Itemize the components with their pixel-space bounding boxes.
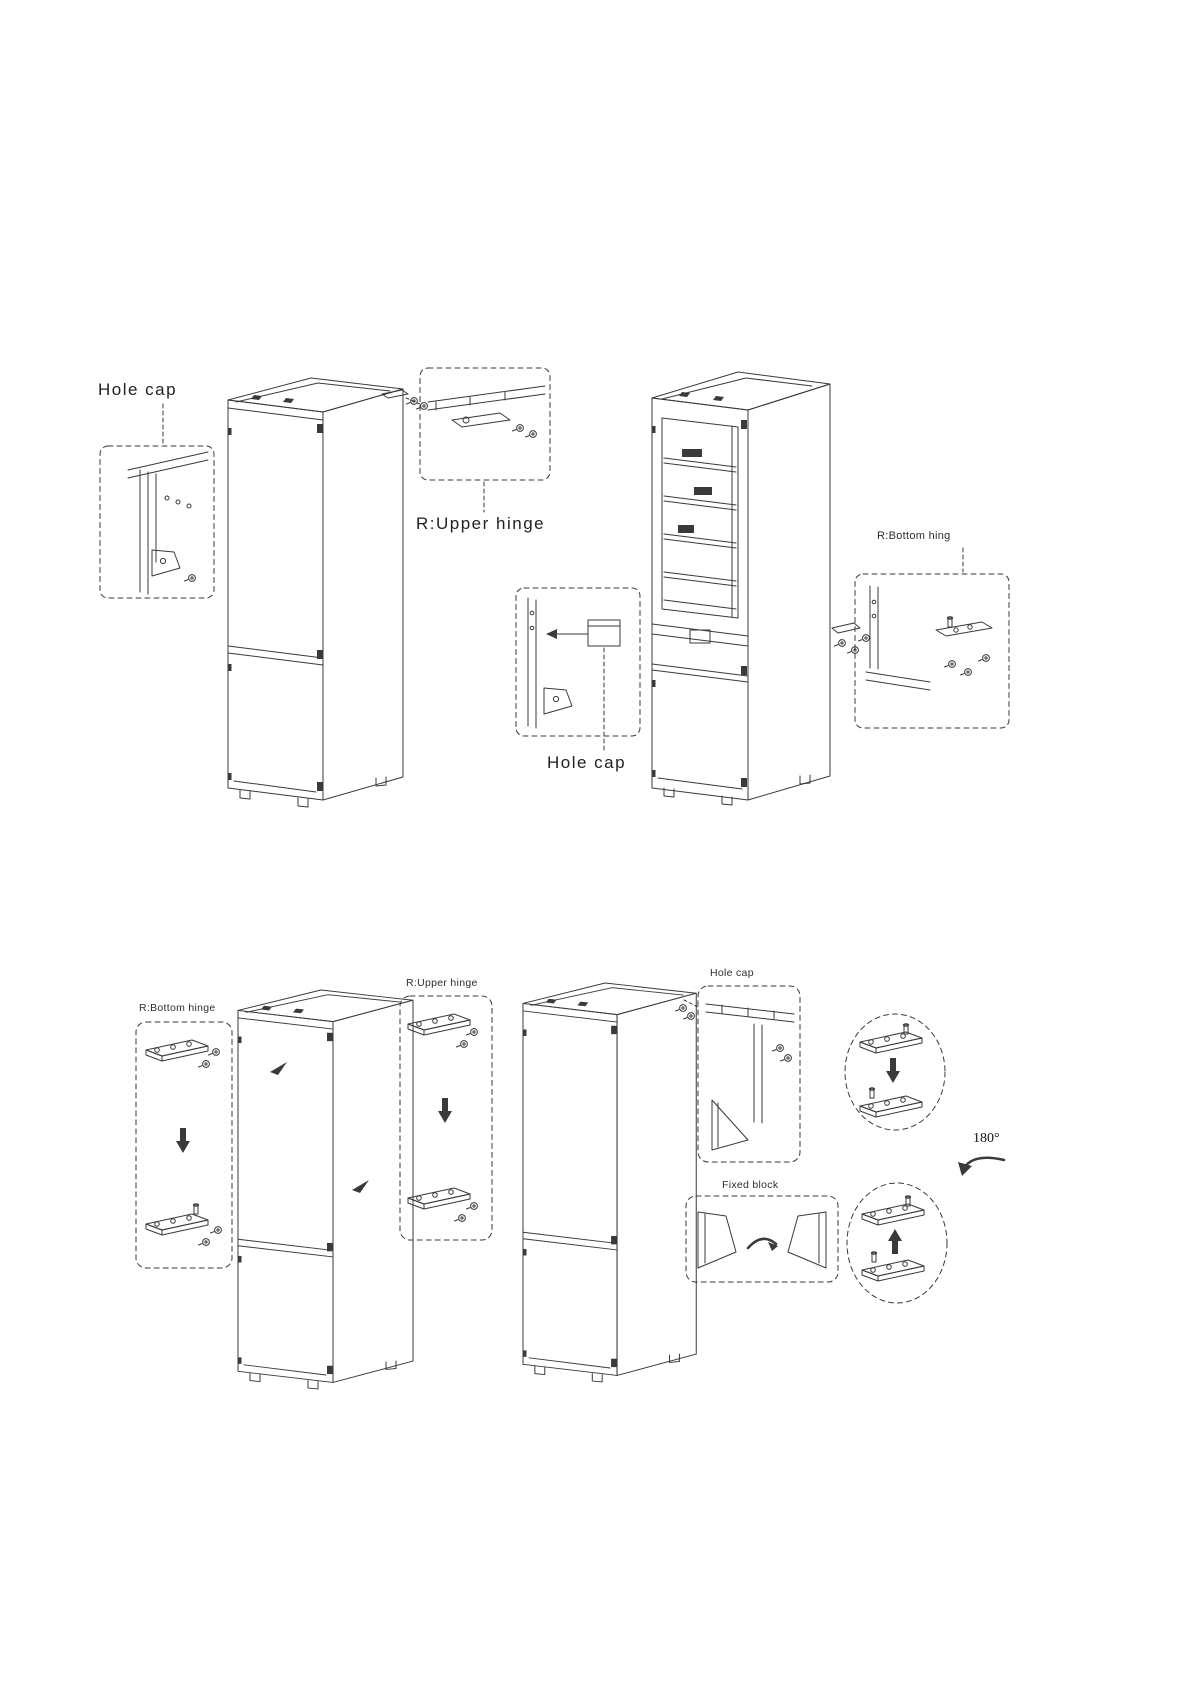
upper-hinge-label-top: R:Upper hinge: [416, 514, 546, 533]
fridge-top-left-closed: [227, 377, 404, 808]
rotation-arrow: [958, 1156, 1006, 1176]
fridge-bottom-left-closed: [237, 989, 414, 1390]
detail-hole-cap-mid: [515, 587, 641, 753]
upper-hinge-label-bottom: R:Upper hinge: [406, 977, 478, 989]
bottom-hinge-label-bottom-left: R:Bottom hinge: [139, 1002, 216, 1014]
detail-hinge-flip-bottom: [846, 1182, 948, 1304]
detail-fixed-block: [685, 1195, 839, 1283]
rotation-angle-label: 180°: [973, 1131, 1000, 1146]
detail-hole-cap-bottom: [697, 985, 801, 1163]
hole-cap-label-bottom: Hole cap: [710, 967, 754, 979]
detail-bottom-hinge-parts: [135, 1021, 233, 1269]
detail-upper-hinge-parts: [399, 995, 493, 1241]
detail-upper-hinge-top: [419, 367, 551, 513]
bottom-hinge-screws-floating: [831, 622, 870, 654]
detail-hinge-flip-top: [844, 1013, 946, 1131]
fridge-top-right-open: [651, 371, 831, 806]
fridge-bottom-right-closed: [522, 982, 701, 1383]
detail-hole-cap-top: [99, 403, 215, 599]
hole-cap-label-top-left: Hole cap: [98, 380, 178, 399]
bottom-hinge-label-top-right: R:Bottom hing: [877, 530, 951, 542]
hole-cap-label-mid: Hole cap: [547, 753, 627, 772]
fixed-block-label: Fixed block: [722, 1179, 779, 1191]
detail-bottom-hinge-top-right: [854, 547, 1010, 729]
upper-hinge-on-cabinet: [381, 389, 428, 410]
